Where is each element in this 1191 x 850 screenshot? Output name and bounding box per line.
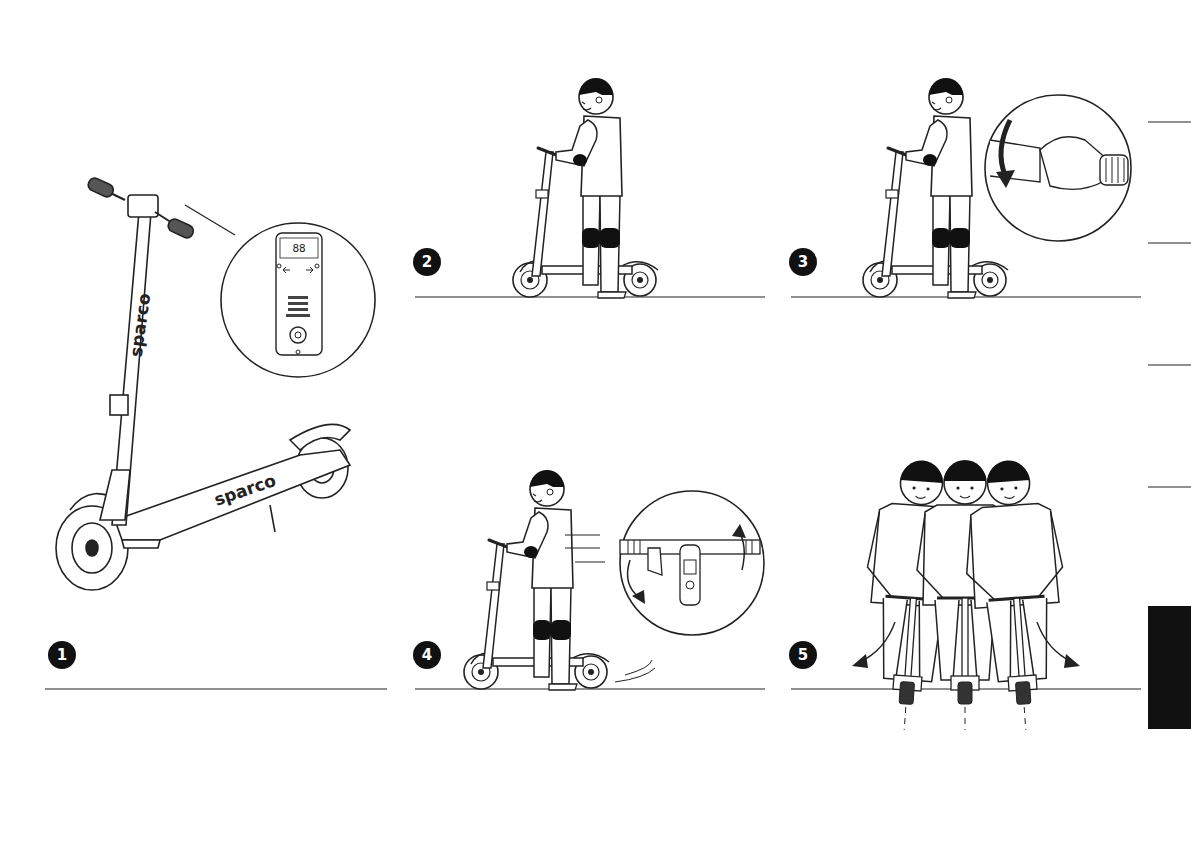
callout-number: 1: [48, 641, 76, 669]
callout-number: 3: [789, 248, 817, 276]
callout-number: 5: [789, 641, 817, 669]
brand-text: sparco: [126, 292, 155, 358]
callout-number: 2: [413, 248, 441, 276]
display-digits: 88: [292, 242, 305, 255]
callout-number: 4: [413, 641, 441, 669]
